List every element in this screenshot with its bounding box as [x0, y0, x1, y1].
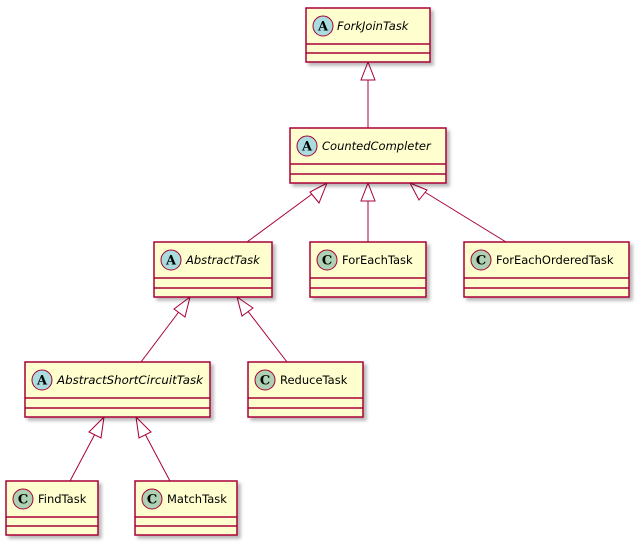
class-name: ForkJoinTask [337, 19, 410, 33]
class-foreachorderedtask[interactable]: C ForEachOrderedTask [463, 241, 630, 298]
concrete-class-badge-icon: C [141, 488, 163, 510]
svg-text:C: C [18, 493, 28, 508]
svg-text:C: C [260, 374, 270, 389]
class-name: CountedCompleter [322, 139, 432, 153]
inheritance-arrowheads [88, 60, 428, 439]
class-abstractshortcircuittask[interactable]: A AbstractShortCircuitTask [24, 361, 211, 418]
abstract-class-badge-icon: A [31, 369, 53, 391]
abstract-class-badge-icon: A [312, 15, 334, 37]
class-name: ForEachTask [342, 253, 413, 267]
concrete-class-badge-icon: C [316, 249, 338, 271]
concrete-class-badge-icon: C [254, 369, 276, 391]
class-matchtask[interactable]: C MatchTask [134, 480, 238, 536]
concrete-class-badge-icon: C [470, 249, 492, 271]
class-name: ReduceTask [280, 373, 348, 387]
arrowhead-abstractshortcircuittask-left [88, 415, 105, 439]
class-findtask[interactable]: C FindTask [5, 480, 99, 536]
svg-text:C: C [322, 254, 332, 269]
arrowhead-countedcompleter-left [309, 181, 328, 204]
class-abstracttask[interactable]: A AbstractTask [153, 241, 273, 298]
class-name: MatchTask [167, 492, 227, 506]
class-name: AbstractShortCircuitTask [56, 373, 204, 387]
class-forkjointask[interactable]: A ForkJoinTask [305, 7, 431, 63]
svg-text:C: C [147, 493, 157, 508]
arrowhead-abstractshortcircuittask-right [135, 415, 152, 439]
class-name: AbstractTask [185, 253, 261, 267]
concrete-class-badge-icon: C [12, 488, 34, 510]
arrowhead-abstracttask-right [236, 295, 254, 317]
arrowhead-forkjointask [360, 60, 376, 81]
class-name: ForEachOrderedTask [496, 253, 614, 267]
svg-text:A: A [36, 374, 48, 389]
svg-text:A: A [301, 140, 313, 155]
abstract-class-badge-icon: A [160, 249, 182, 271]
inheritance-edges [69, 62, 507, 482]
edge-foreachorderedtask-countedcompleter [409, 182, 507, 243]
class-countedcompleter[interactable]: A CountedCompleter [289, 127, 447, 184]
class-reducetask[interactable]: C ReduceTask [247, 361, 364, 418]
svg-text:A: A [165, 254, 177, 269]
svg-text:C: C [476, 254, 486, 269]
class-name: FindTask [38, 492, 87, 506]
arrowhead-abstracttask-left [173, 295, 191, 318]
arrowhead-countedcompleter-center [360, 181, 376, 202]
arrowhead-countedcompleter-right [408, 182, 428, 201]
abstract-class-badge-icon: A [296, 135, 318, 157]
svg-text:A: A [317, 20, 329, 35]
class-foreachtask[interactable]: C ForEachTask [309, 241, 427, 298]
